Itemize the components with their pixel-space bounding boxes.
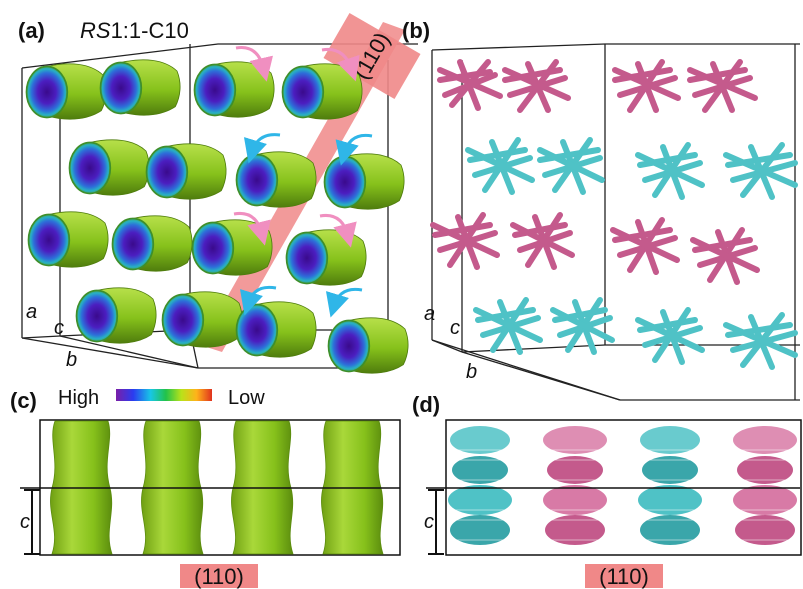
rod-bundle-pink xyxy=(610,217,680,275)
colorbar-low-label: Low xyxy=(228,387,265,409)
axis-c-label-b: c xyxy=(450,317,460,339)
panel-c-plane-bg xyxy=(180,564,258,588)
panel-a-title-rest: 1:1-C10 xyxy=(111,18,189,43)
panel-c-plane-label: (110) xyxy=(194,564,244,589)
arrow-pink xyxy=(321,47,360,82)
helix-stack-pink xyxy=(733,426,797,545)
colorbar xyxy=(116,389,212,401)
green-rod xyxy=(327,316,409,374)
arrow-pink xyxy=(319,213,357,248)
green-rod xyxy=(145,142,227,200)
green-rod xyxy=(75,286,157,344)
rod-bundle-pink xyxy=(687,59,758,113)
panel-a-title-italic: RS xyxy=(80,18,111,43)
green-rod xyxy=(235,300,317,358)
panel-d-plane-label: (110) xyxy=(599,564,649,589)
rod-bundle-cyan xyxy=(550,297,615,355)
helix-stack-cyan xyxy=(638,426,702,545)
rod-bundle-cyan xyxy=(635,307,705,365)
arrow-pink xyxy=(235,45,273,82)
rotation-arrows xyxy=(233,45,373,318)
green-rod xyxy=(111,214,193,272)
unit-cell-lines-b xyxy=(431,43,800,401)
rod-bundle-pink xyxy=(510,212,575,270)
panel-b: (b) xyxy=(402,18,800,401)
panel-a-label: (a) xyxy=(18,18,45,43)
panel-d-plane-bg xyxy=(585,564,663,588)
c-axis-bracket-d xyxy=(428,489,444,555)
axis-b-label: b xyxy=(66,349,77,371)
rod-striations xyxy=(450,449,800,541)
panel-c-axis-c: c xyxy=(20,511,30,533)
colorbar-high-label: High xyxy=(58,387,99,409)
axis-a-label-b: a xyxy=(424,303,435,325)
rod-bundle-cyan xyxy=(465,137,535,195)
rod-bundle-cyan xyxy=(723,312,798,370)
panel-c: (c) High Low c (110) xyxy=(10,387,401,589)
rod-bundle-pink xyxy=(437,59,503,111)
green-rod xyxy=(161,290,243,348)
axis-b-label-b: b xyxy=(466,361,477,383)
green-rod xyxy=(99,58,181,116)
rod-bundle-cyan xyxy=(635,142,705,200)
panel-d-axis-c: c xyxy=(424,511,434,533)
panel-a-title: RS1:1-C10 xyxy=(80,18,189,43)
axis-c-label: c xyxy=(54,317,64,339)
rod-bundle-pink xyxy=(690,227,760,285)
rod-bundle-cyan xyxy=(537,137,605,195)
arrow-blue xyxy=(335,133,373,166)
rod-bundles xyxy=(430,59,798,370)
green-rod xyxy=(235,150,317,208)
helix-stack-pink xyxy=(543,426,607,545)
green-rod xyxy=(285,228,367,286)
panel-a: (a) RS1:1-C10 (110) xyxy=(18,12,421,374)
rod-bundle-pink xyxy=(502,59,571,113)
panel-c-label: (c) xyxy=(10,388,37,413)
panel-d: (d) xyxy=(412,392,802,589)
green-rod xyxy=(68,138,150,196)
plane-110-label-bg xyxy=(323,12,421,100)
green-rod xyxy=(281,62,363,120)
panel-d-label: (d) xyxy=(412,392,440,417)
arrow-pink xyxy=(233,211,271,246)
green-rod xyxy=(27,210,109,268)
rod-bundle-pink xyxy=(612,59,681,113)
arrow-blue xyxy=(239,285,277,316)
helix-stack-cyan xyxy=(448,426,512,545)
green-rods xyxy=(25,58,409,374)
panel-b-label: (b) xyxy=(402,18,430,43)
c-axis-bracket xyxy=(24,489,40,555)
rod-bundle-cyan xyxy=(473,297,543,355)
green-rod xyxy=(193,60,275,118)
axis-a-label: a xyxy=(26,301,37,323)
arrow-blue xyxy=(325,287,363,318)
rod-bundle-pink xyxy=(430,212,500,270)
green-rod xyxy=(25,62,107,120)
rod-bundle-cyan xyxy=(723,142,798,200)
arrow-blue xyxy=(243,133,281,164)
green-rod xyxy=(323,152,405,210)
